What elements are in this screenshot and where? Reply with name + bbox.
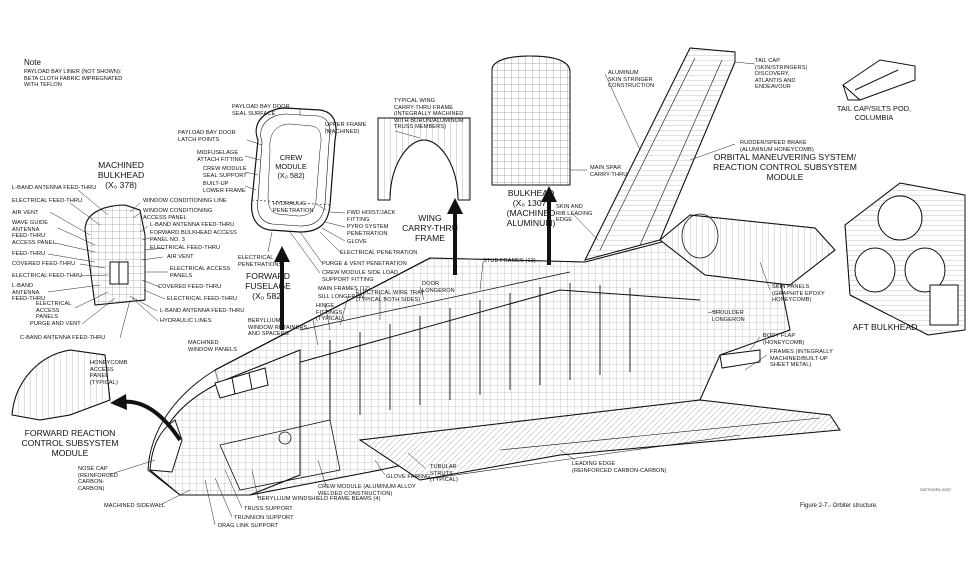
label-hydraulic-penetration: HYDRAULIC PENETRATION [273, 201, 314, 214]
label-typical-wing-carry-thru: TYPICAL WING CARRY-THRU FRAME (INTEGRALL… [394, 98, 464, 131]
label-main-frames: MAIN FRAMES (12) [318, 286, 370, 292]
bulkhead-1307 [491, 55, 571, 186]
label-feed-thru: FEED-THRU [12, 251, 46, 257]
label-electrical-wire-tray: ELECTRICAL WIRE TRAY (TYPICAL BOTH SIDES… [356, 290, 425, 303]
title-aft-bulkhead: AFT BULKHEAD [852, 322, 918, 332]
label-pyro-system: PYRO SYSTEM PENETRATION [347, 224, 389, 237]
label-purge-and-vent: PURGE AND VENT [30, 321, 81, 327]
figure-code: S32TOOR1-0207 [920, 487, 952, 492]
label-air-vent: AIR VENT [12, 210, 39, 216]
label-payload-bay-door-latch: PAYLOAD BAY DOOR LATCH POINTS [178, 130, 236, 143]
label-skin-rib-leading-edge: SKIN AND RIB LEADING EDGE [556, 204, 593, 224]
label-window-conditioning-line: WINDOW CONDITIONING LINE [143, 198, 227, 204]
label-nose-cap: NOSE CAP (REINFORCED CARBON- CARBON) [78, 466, 118, 492]
label-payload-bay-door-seal: PAYLOAD BAY DOOR SEAL SURFACE [232, 104, 290, 117]
label-wave-guide: WAVE GUIDE ANTENNA FEED-THRU [12, 220, 49, 240]
label-machined-window-panels: MACHINED WINDOW PANELS [188, 340, 238, 353]
label-machined-sidewall: MACHINED SIDEWALL [104, 503, 166, 509]
title-machined-bulkhead: MACHINED BULKHEAD (X₀ 378) [97, 160, 145, 190]
label-body-flap: BODY FLAP (HONEYCOMB) [763, 333, 805, 346]
label-leading-edge-rcc: LEADING EDGE (REINFORCED CARBON-CARBON) [572, 461, 667, 474]
label-frames-integrally: FRAMES (INTEGRALLY MACHINED/BUILT-UP SHE… [770, 349, 833, 369]
title-oms-rcs: ORBITAL MANEUVERING SYSTEM/ REACTION CON… [713, 152, 857, 182]
title-wing-carry-thru: WING CARRY-THRU FRAME [402, 213, 458, 243]
label-electrical-feed-thru-mid: ELECTRICAL FEED-THRU [150, 245, 221, 251]
label-l-band-feed-thru-mid: L-BAND ANTENNA FEED-THRU [150, 222, 235, 228]
title-bulkhead-1307: BULKHEAD (X₀ 1307) (MACHINED ALUMINUM) [506, 188, 556, 228]
label-c-band-antenna: C-BAND ANTENNA FEED-THRU [20, 335, 106, 341]
label-tail-cap: TAIL CAP (SKIN/STRINGERS) DISCOVERY, ATL… [755, 58, 808, 91]
label-electrical-access-panels-mid: ELECTRICAL ACCESS PANELS [170, 266, 231, 279]
label-shoulder-longeron: SHOULDER LONGERON [712, 310, 745, 323]
leader-lines [47, 61, 771, 526]
aft-bulkhead [844, 182, 966, 336]
wing-carry-thru-frame [377, 117, 471, 201]
forward-rcs-module [11, 349, 111, 421]
label-electrical-feed-thru-mid-2: ELECTRICAL FEED-THRU [167, 296, 238, 302]
label-beryllium-windshield-beams: BERYLLIUM WINDSHIELD FRAME BEAMS (4) [258, 496, 381, 502]
label-sill-longeron: SILL LONGERON [318, 294, 365, 300]
label-forward-bulkhead-panel: FORWARD BULKHEAD ACCESS PANEL NO. 3 [150, 230, 237, 243]
label-drag-link-support: DRAG LINK SUPPORT [218, 523, 279, 529]
label-door-longeron: DOOR LONGERON [422, 281, 455, 294]
label-upper-frame: UPPER FRAME (MACHINED) [325, 122, 367, 135]
label-tubular-struts: TUBULAR STRUTS (TYPICAL) [430, 464, 458, 484]
arrows [110, 186, 557, 442]
label-electrical-penetration: ELECTRICAL PENETRATION [340, 250, 418, 256]
figure-caption: Figure 2-7.- Orbiter structure. [800, 503, 878, 509]
label-stub-frames: STUB FRAMES (13) [483, 258, 536, 264]
note-title: Note [24, 58, 41, 67]
label-l-band-antenna-mid: L-BAND ANTENNA FEED-THRU [160, 308, 245, 314]
label-truss-support: TRUSS SUPPORT [244, 506, 293, 512]
orbiter-body [147, 47, 841, 496]
label-hydraulic-lines: HYDRAULIC LINES [160, 318, 212, 324]
label-covered-feed-thru-mid: COVERED FEED-THRU [158, 284, 222, 290]
label-aluminum-skin-stringer: ALUMINUM SKIN STRINGER CONSTRUCTION [608, 70, 655, 90]
label-crew-module-seal-support: CREW MODULE SEAL SUPPORT [203, 166, 247, 179]
label-glove: GLOVE [347, 239, 367, 245]
label-air-vent-mid: AIR VENT [167, 254, 194, 260]
label-hinge-fittings: HINGE FITTINGS (TYPICAL) [316, 303, 344, 323]
label-electrical-feed-thru: ELECTRICAL FEED-THRU [12, 198, 83, 204]
machined-bulkhead [84, 204, 146, 306]
label-beryllium-window-retainers: BERYLLIUM WINDOW RETAINERS AND SPACERS [248, 318, 308, 338]
label-built-up-lower-frame: BUILT-UP LOWER FRAME [203, 181, 246, 194]
label-main-spar-carry-thru: MAIN SPAR CARRY-THRU [590, 165, 628, 178]
label-l-band-antenna: L-BAND ANTENNA FEED-THRU [12, 283, 46, 303]
crew-module [250, 107, 337, 233]
label-crew-module-side-load: CREW MODULE SIDE LOAD SUPPORT FITTING [322, 270, 399, 283]
title-crew-module: CREW MODULE (X₀ 582) [275, 153, 307, 180]
label-electrical-feed-thru-2: ELECTRICAL FEED-THRU [12, 273, 83, 279]
label-honeycomb-access-panel: HONEYCOMB ACCESS PANEL (TYPICAL) [90, 360, 128, 386]
label-rudder-speed-brake: RUDDER/SPEED BRAKE (ALUMINUM HONEYCOMB) [740, 140, 814, 153]
label-trunnion-support: TRUNNION SUPPORT [234, 515, 294, 521]
label-crew-module-aluminum: CREW MODULE (ALUMINUM ALLOY WELDED CONST… [318, 484, 416, 497]
title-tail-cap-silts: TAIL CAP/SILTS POD, COLUMBIA [836, 104, 912, 122]
tail-cap-silts-pod [842, 59, 916, 101]
label-electrical-access-panels: ELECTRICAL ACCESS PANELS [36, 301, 72, 321]
label-purge-vent-penetration: PURGE & VENT PENETRATION [322, 261, 407, 267]
label-glove-fairing: GLOVE FAIRING [386, 474, 431, 480]
label-skin-panels: SKIN PANELS (GRAPHITE EPOXY HONEYCOMB) [772, 284, 825, 304]
label-fwd-hoist-jack: FWD HOIST/JACK FITTING [347, 210, 396, 223]
label-electrical-penetrations: ELECTRICAL PENETRATIONS [238, 255, 283, 268]
label-access-panel: ACCESS PANEL [12, 240, 56, 246]
note-body: PAYLOAD BAY LINER (NOT SHOWN): BETA CLOT… [24, 69, 123, 89]
label-midfuselage-attach: MIDFUSELAGE ATTACH FITTING [197, 150, 244, 163]
label-l-band-feed-thru: L-BAND ANTENNA FEED-THRU [12, 185, 97, 191]
label-covered-feed-thru: COVERED FEED-THRU [12, 261, 76, 267]
title-forward-rcs: FORWARD REACTION CONTROL SUBSYSTEM MODUL… [21, 428, 119, 458]
label-window-conditioning-panel: WINDOW CONDITIONING ACCESS PANEL [143, 208, 213, 221]
title-forward-fuselage: FORWARD FUSELAGE (X₀ 582) [245, 271, 291, 301]
